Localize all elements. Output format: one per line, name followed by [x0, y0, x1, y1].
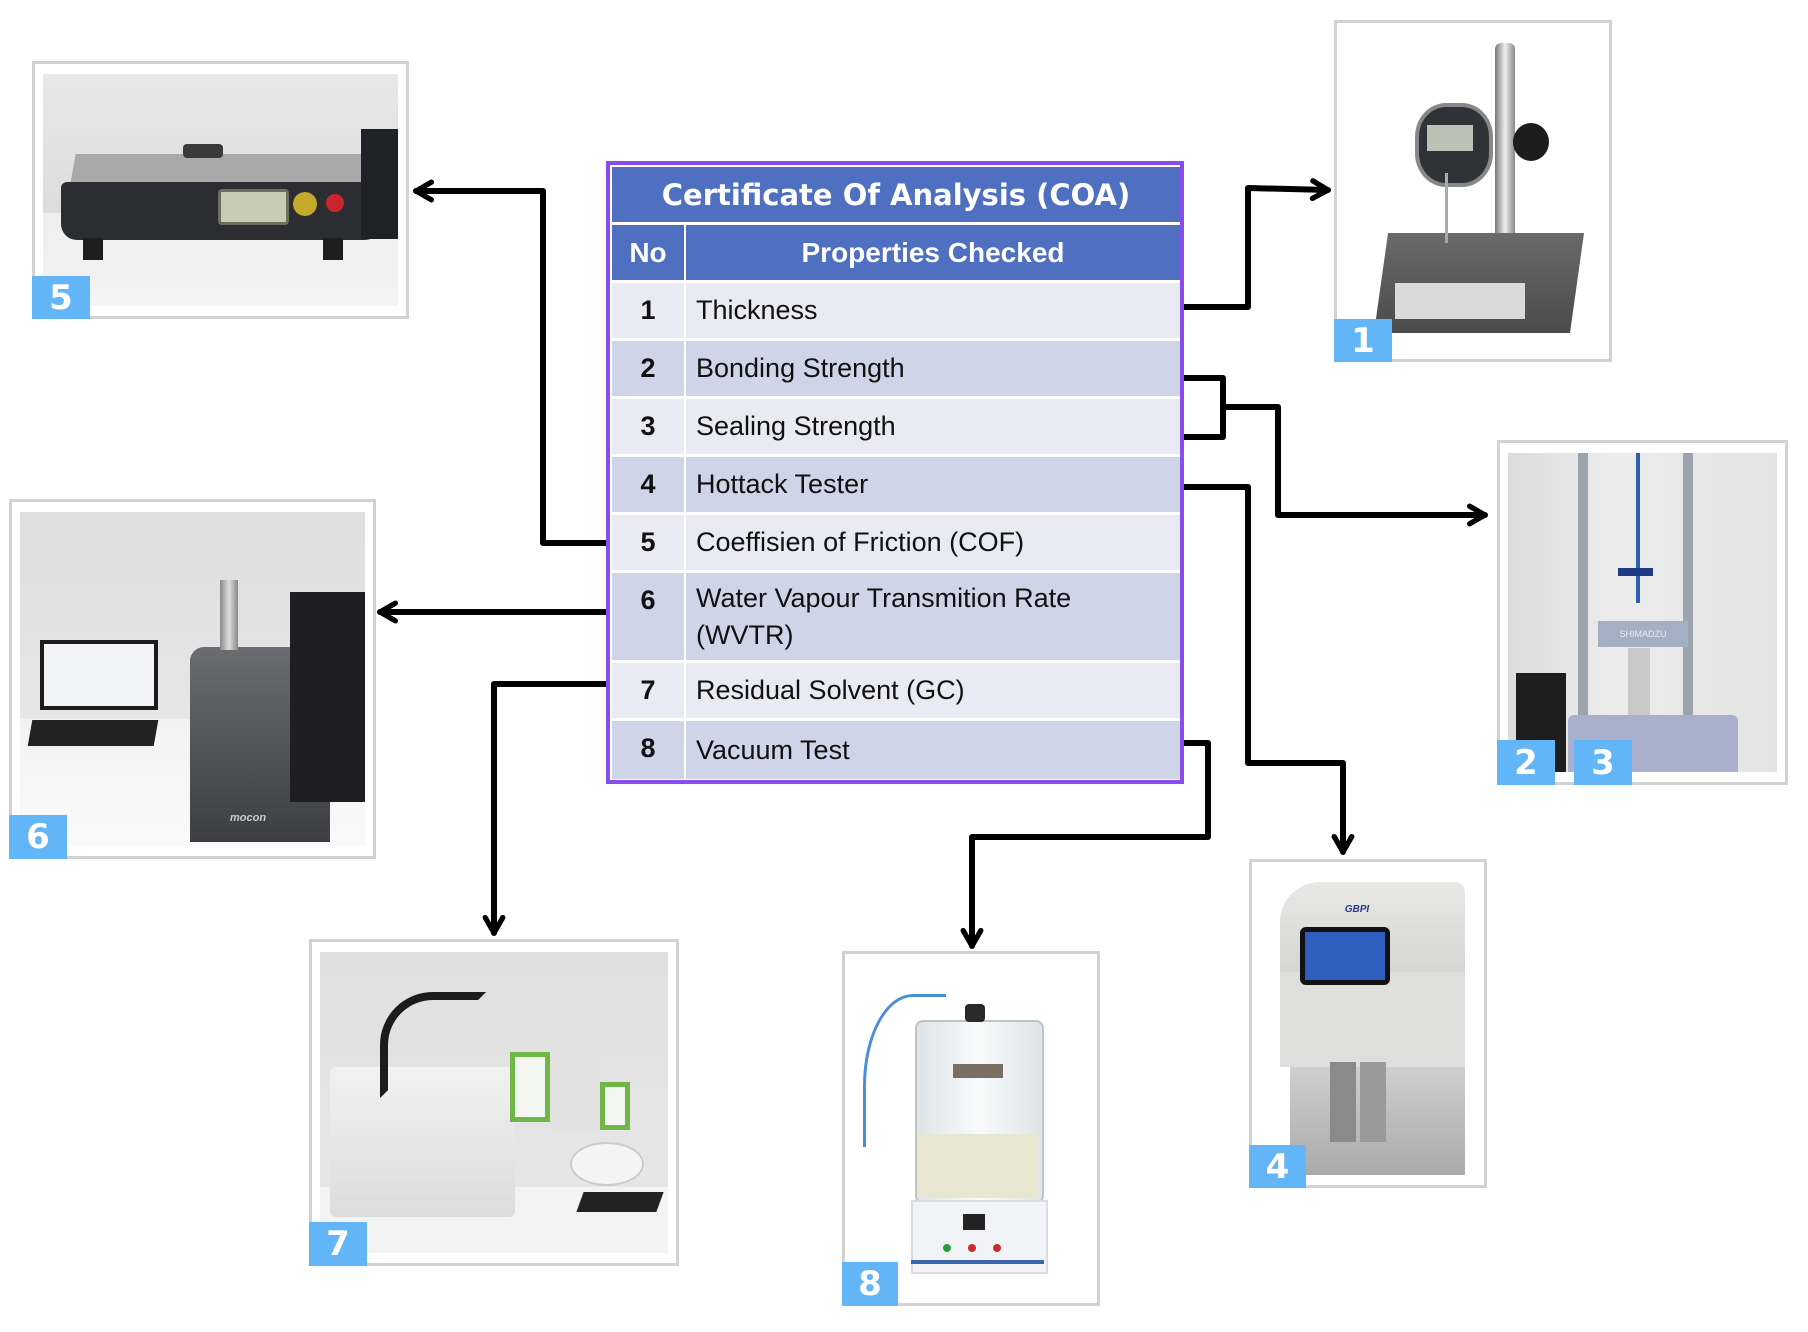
badge-6: 6 [9, 815, 67, 859]
arrow-cof [413, 179, 609, 546]
table-row: 4 Hottack Tester [612, 457, 1180, 515]
photo-cof-tester: 5 [32, 61, 409, 319]
row-number: 8 [612, 721, 686, 779]
row-property: Thickness [686, 283, 1180, 341]
row-property: Water Vapour Transmition Rate (WVTR) [686, 573, 1180, 663]
universal-tester-image: SHIMADZU [1508, 453, 1777, 772]
row-number: 6 [612, 573, 686, 663]
table-row: 8 Vacuum Test [612, 721, 1180, 779]
thickness-gauge-image [1345, 33, 1601, 349]
row-property: Residual Solvent (GC) [686, 663, 1180, 721]
row-number: 5 [612, 515, 686, 573]
badge-8: 8 [842, 1262, 898, 1306]
cof-tester-image [43, 74, 398, 306]
badge-5: 5 [32, 276, 90, 319]
brand-label: GBPI [1344, 904, 1370, 915]
gas-chromatograph-image [320, 952, 668, 1253]
table-title: Certificate Of Analysis (COA) [612, 167, 1180, 225]
table-row: 1 Thickness [612, 283, 1180, 341]
photo-wvtr-tester: mocon 6 [9, 499, 376, 859]
photo-vacuum-tester: 8 [842, 951, 1100, 1306]
row-number: 4 [612, 457, 686, 515]
row-property: Coeffisien of Friction (COF) [686, 515, 1180, 573]
arrow-hottack [1169, 484, 1355, 855]
photo-gas-chromatograph: 7 [309, 939, 679, 1266]
badge-4: 4 [1249, 1145, 1306, 1188]
row-number: 1 [612, 283, 686, 341]
row-property: Vacuum Test [686, 721, 1180, 779]
photo-universal-tester: SHIMADZU 2 3 [1497, 440, 1788, 785]
arrow-gc [482, 681, 621, 936]
table-row: 2 Bonding Strength [612, 341, 1180, 399]
table-row: 5 Coeffisien of Friction (COF) [612, 515, 1180, 573]
vacuum-tester-image [853, 964, 1089, 1293]
badge-1: 1 [1334, 319, 1392, 362]
row-property: Sealing Strength [686, 399, 1180, 457]
column-header-property: Properties Checked [686, 225, 1180, 283]
arrow-thickness [1181, 178, 1331, 310]
brand-label: mocon [230, 812, 267, 824]
table-row: 7 Residual Solvent (GC) [612, 663, 1180, 721]
row-number: 3 [612, 399, 686, 457]
badge-3: 3 [1574, 740, 1632, 785]
column-header-no: No [612, 225, 686, 283]
table-row: 6 Water Vapour Transmition Rate (WVTR) [612, 573, 1180, 663]
arrow-bonding-sealing [1181, 375, 1485, 515]
brand-label: SHIMADZU [1598, 621, 1688, 647]
row-property: Bonding Strength [686, 341, 1180, 399]
row-number: 2 [612, 341, 686, 399]
photo-hottack-tester: GBPI 4 [1249, 859, 1487, 1188]
wvtr-tester-image: mocon [20, 512, 365, 846]
badge-2: 2 [1497, 740, 1555, 785]
photo-thickness-gauge: 1 [1334, 20, 1612, 362]
row-number: 7 [612, 663, 686, 721]
row-property: Hottack Tester [686, 457, 1180, 515]
badge-7: 7 [309, 1222, 367, 1266]
hottack-tester-image: GBPI [1260, 872, 1476, 1175]
table-row: 3 Sealing Strength [612, 399, 1180, 457]
coa-table: Certificate Of Analysis (COA) No Propert… [606, 161, 1184, 784]
